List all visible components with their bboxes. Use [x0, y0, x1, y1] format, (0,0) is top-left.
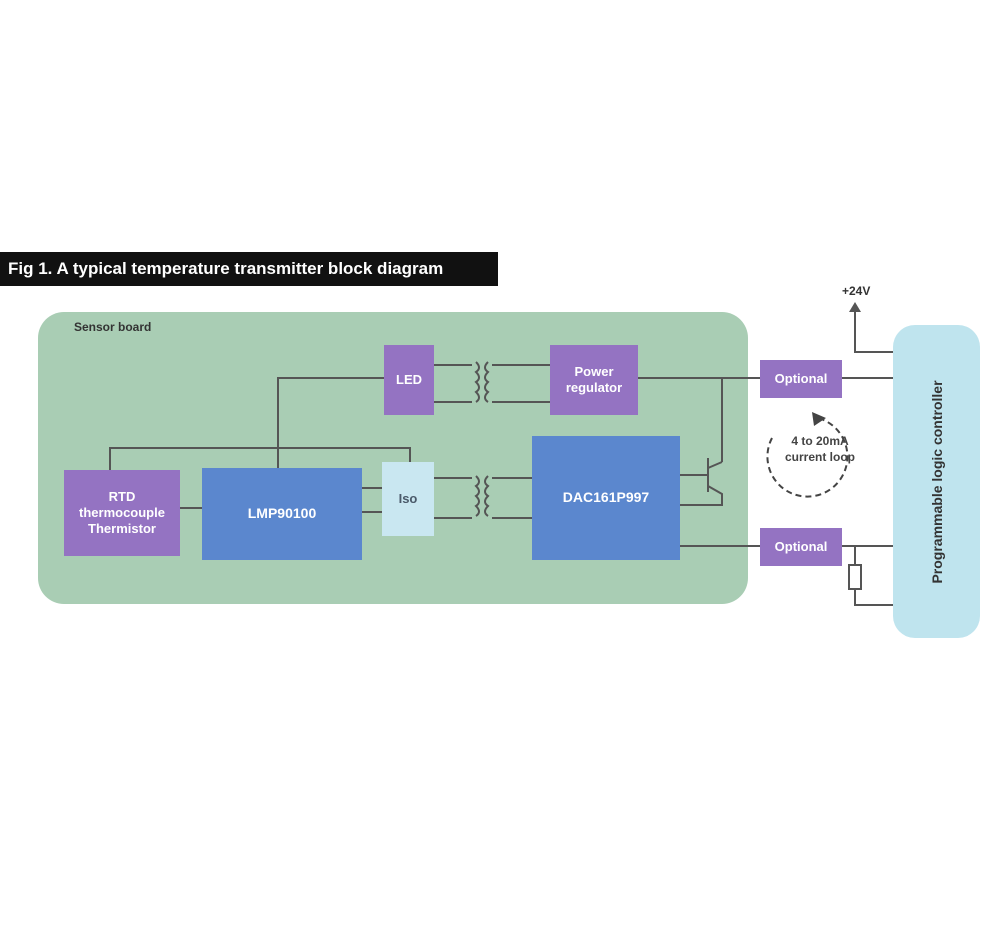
- wiring: [109, 306, 893, 606]
- plc-label: Programmable logic controller: [928, 379, 945, 584]
- transformer-bottom-icon: [474, 475, 490, 517]
- transformer-top-icon: [474, 361, 490, 403]
- led-block: LED: [384, 345, 434, 415]
- optional-block-top: Optional: [760, 360, 842, 398]
- load-resistor-icon: [848, 564, 862, 590]
- mcu-block: LMP90100: [202, 468, 362, 560]
- plc-block: Programmable logic controller: [893, 325, 980, 638]
- isolator-block: Iso: [382, 462, 434, 536]
- sensor-board-label: Sensor board: [74, 320, 152, 334]
- optional-block-bottom: Optional: [760, 528, 842, 566]
- power-regulator-block: Power regulator: [550, 345, 638, 415]
- current-loop-label: 4 to 20mA current loop: [784, 434, 855, 464]
- dac-block: DAC161P997: [532, 436, 680, 560]
- supply-arrow-icon: [849, 302, 861, 312]
- figure-title: Fig 1. A typical temperature transmitter…: [0, 252, 498, 286]
- supply-voltage-label: +24V: [842, 284, 871, 298]
- sensor-block: RTD thermocouple Thermistor: [64, 470, 180, 556]
